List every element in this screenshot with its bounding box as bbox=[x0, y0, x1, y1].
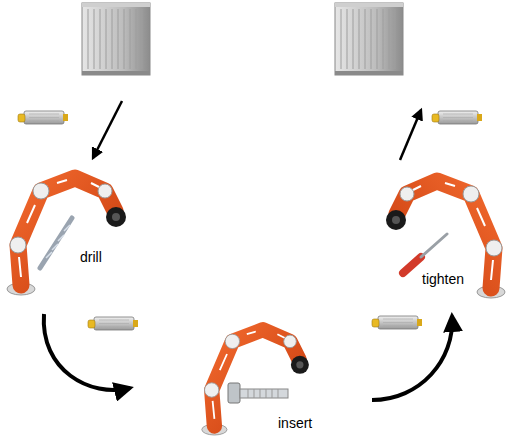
step-label: insert bbox=[278, 416, 312, 431]
step-label: drill bbox=[80, 250, 102, 265]
step-label: tighten bbox=[422, 272, 464, 287]
